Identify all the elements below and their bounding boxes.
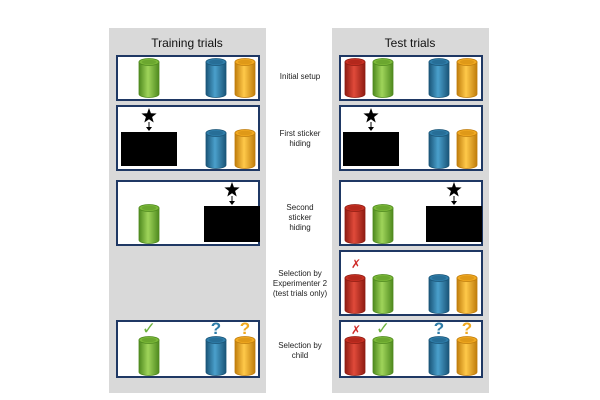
occluder-screen — [343, 132, 399, 166]
occluder-screen — [426, 206, 482, 242]
question-mark: ? — [211, 319, 221, 338]
step-label: Experimenter 2 — [273, 279, 328, 288]
step-label: hiding — [289, 223, 310, 232]
step-label: sticker — [288, 213, 311, 222]
panels: ✓?? ✗ ✗ ✓?? — [116, 55, 483, 378]
training-column-title: Training trials — [151, 36, 223, 50]
green-cylinder — [372, 274, 394, 314]
green-cylinder — [138, 204, 160, 244]
red-cylinder — [344, 58, 366, 98]
question-mark: ? — [462, 319, 472, 338]
orange-cylinder — [456, 58, 478, 98]
sticker-star-icon — [363, 108, 379, 131]
step-label: Selection by — [278, 341, 322, 350]
question-mark: ? — [434, 319, 444, 338]
orange-cylinder — [234, 58, 256, 98]
step-label: Selection by — [278, 269, 322, 278]
green-cylinder — [138, 58, 160, 98]
orange-cylinder — [456, 274, 478, 314]
red-cylinder — [344, 204, 366, 244]
step-label: Initial setup — [280, 72, 321, 81]
step-label: (test trials only) — [273, 289, 328, 298]
sticker-star-icon — [446, 182, 462, 205]
sticker-star-icon — [141, 108, 157, 131]
red-cylinder — [344, 274, 366, 314]
orange-cylinder — [456, 129, 478, 169]
blue-cylinder — [428, 336, 450, 376]
blue-cylinder — [205, 58, 227, 98]
step-label: hiding — [289, 139, 310, 148]
step-label: First sticker — [280, 129, 321, 138]
blue-cylinder — [205, 336, 227, 376]
cross-icon: ✗ — [351, 323, 361, 337]
occluder-screen — [121, 132, 177, 166]
green-cylinder — [372, 204, 394, 244]
orange-cylinder — [234, 129, 256, 169]
step-label: child — [292, 351, 308, 360]
blue-cylinder — [428, 274, 450, 314]
green-cylinder — [372, 336, 394, 376]
step-label: Second — [286, 203, 313, 212]
blue-cylinder — [205, 129, 227, 169]
red-cylinder — [344, 336, 366, 376]
checkmark-icon: ✓ — [142, 319, 156, 338]
green-cylinder — [138, 336, 160, 376]
blue-cylinder — [428, 129, 450, 169]
green-cylinder — [372, 58, 394, 98]
test-column-title: Test trials — [385, 36, 436, 50]
occluder-screen — [204, 206, 260, 242]
sticker-star-icon — [224, 182, 240, 205]
blue-cylinder — [428, 58, 450, 98]
checkmark-icon: ✓ — [376, 319, 390, 338]
orange-cylinder — [234, 336, 256, 376]
question-mark: ? — [240, 319, 250, 338]
cross-icon: ✗ — [351, 257, 361, 271]
orange-cylinder — [456, 336, 478, 376]
